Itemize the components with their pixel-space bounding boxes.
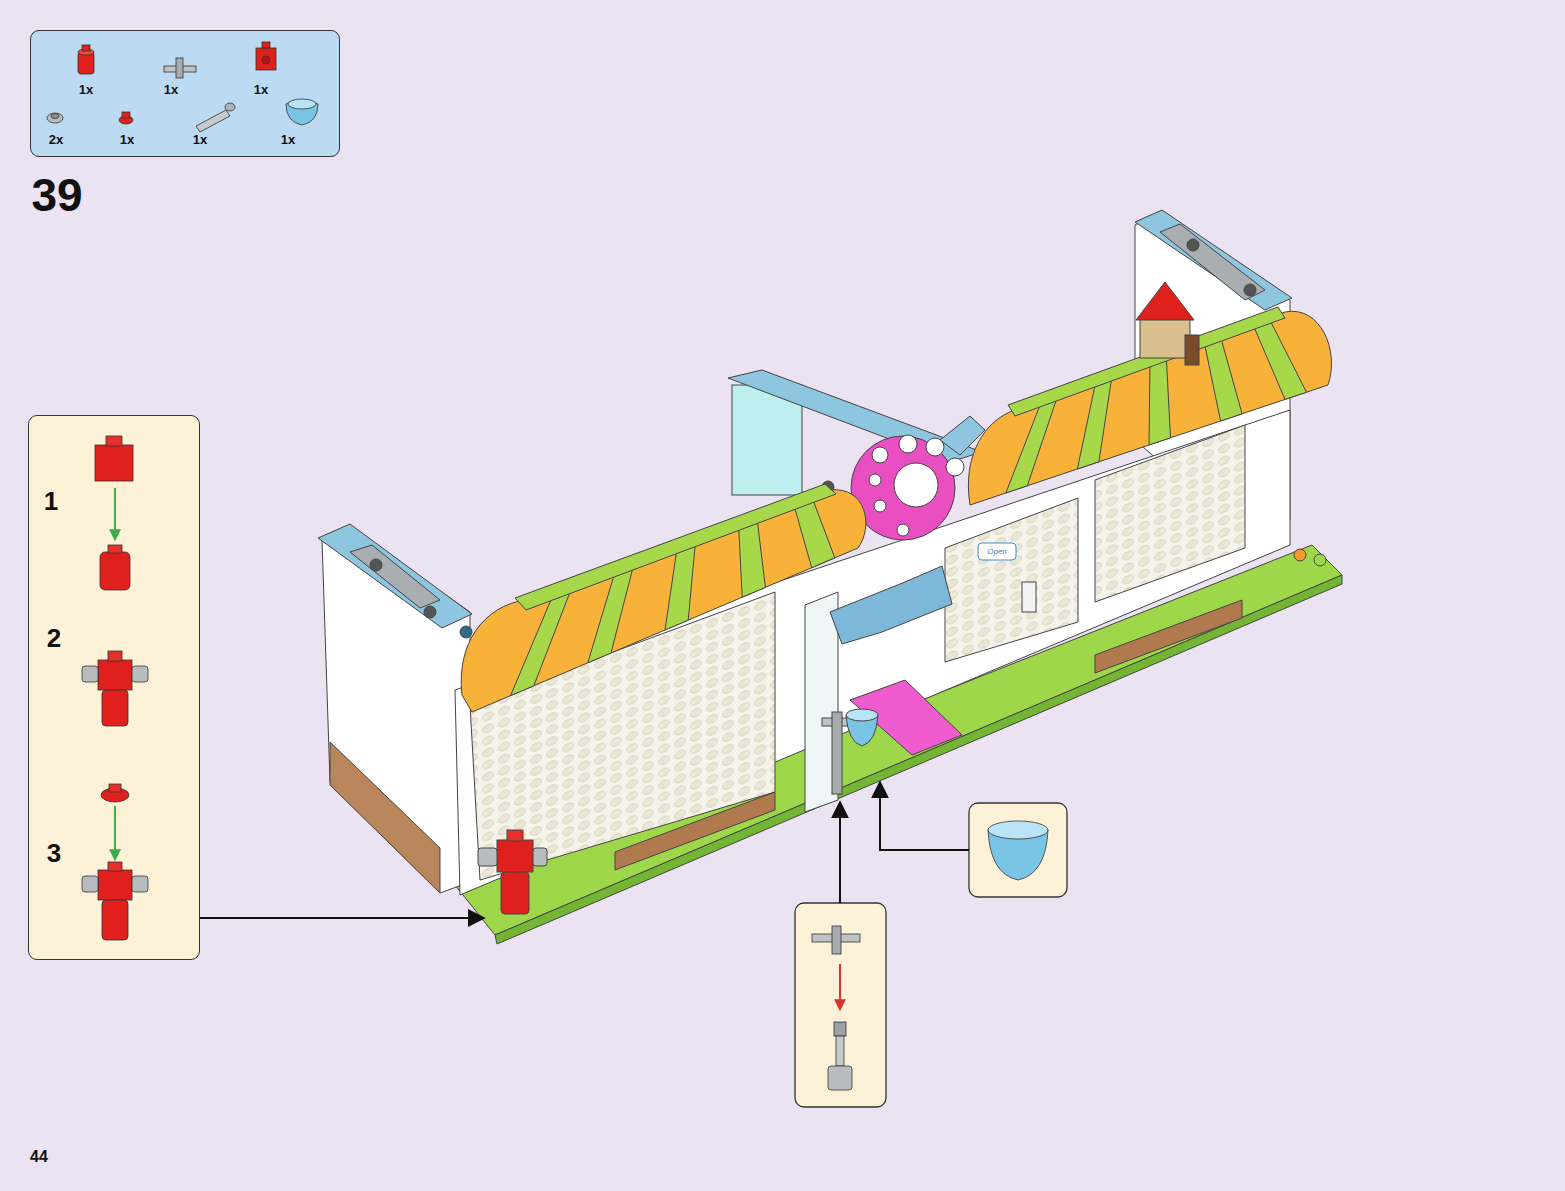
step-number: 39 — [31, 168, 82, 222]
sign-text: Open — [987, 547, 1007, 556]
pipe-callout-box — [795, 903, 886, 1107]
parts-list-box: 1x 1x 1x 2x 1x 1x 1x — [30, 30, 340, 157]
substep-box: 1 2 3 — [28, 415, 200, 960]
page-number: 44 — [30, 1148, 48, 1166]
callout-icons — [812, 821, 1048, 1090]
part-count: 1x — [193, 132, 207, 147]
part-count: 1x — [120, 132, 134, 147]
part-count: 1x — [164, 82, 178, 97]
substep-box-ground — [28, 415, 200, 960]
leader-lines — [200, 782, 969, 918]
part-count: 1x — [79, 82, 93, 97]
parts-icons — [47, 42, 318, 132]
part-count: 1x — [281, 132, 295, 147]
substep-number: 1 — [44, 486, 58, 517]
bowl-callout-box — [969, 803, 1067, 897]
substep-icons — [82, 436, 148, 940]
substep-number: 2 — [47, 623, 61, 654]
pet-shop-model — [318, 210, 1342, 944]
part-count: 2x — [49, 132, 63, 147]
parts-box-ground — [30, 30, 340, 157]
part-count: 1x — [254, 82, 268, 97]
substep-number: 3 — [47, 838, 61, 869]
